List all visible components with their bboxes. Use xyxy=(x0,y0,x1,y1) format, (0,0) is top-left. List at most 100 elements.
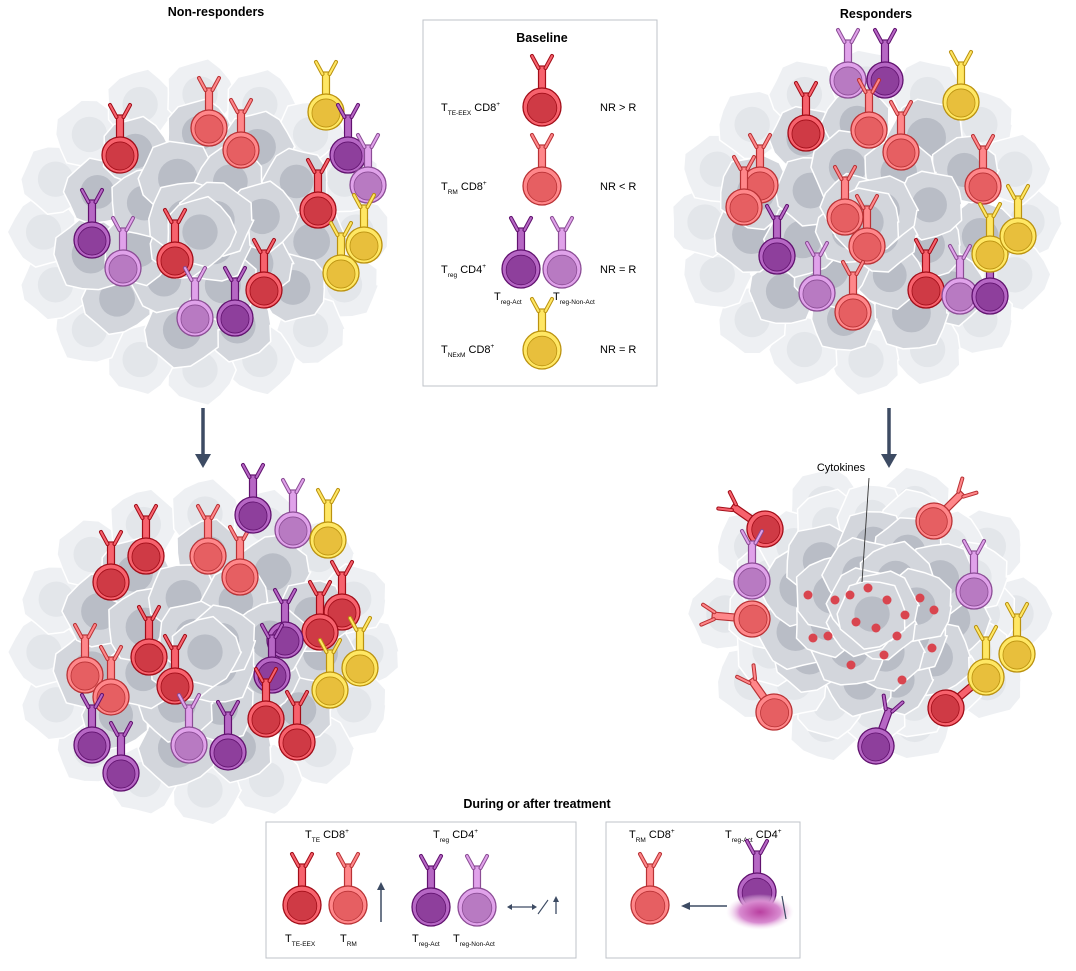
baseline-row-label-treg: Treg CD4+ xyxy=(441,263,486,279)
t-cell xyxy=(73,188,111,259)
t-cell xyxy=(826,165,864,236)
t-cell xyxy=(247,667,285,738)
t-cell xyxy=(850,78,888,149)
baseline-row-label-trm: TRM CD8+ xyxy=(441,180,487,196)
baseline-comparison-teeex: NR > R xyxy=(600,102,636,114)
trm-cd8-header: TRM CD8+ xyxy=(629,828,675,844)
t-cell xyxy=(848,194,886,265)
t-cell xyxy=(309,488,347,559)
during-after-cells xyxy=(282,839,794,930)
treg-cd4-header: Treg CD4+ xyxy=(433,828,478,844)
t-cell xyxy=(798,241,836,312)
during-after-panel-1 xyxy=(265,821,577,959)
t-cell xyxy=(245,238,283,309)
cytokine-dot xyxy=(823,631,833,641)
te-eex-label: TTE-EEX xyxy=(285,933,316,948)
trm-label: TRM xyxy=(340,933,357,948)
cytokine-dot xyxy=(900,610,910,620)
trm-cell xyxy=(328,852,368,925)
t-cell xyxy=(301,580,339,651)
baseline-comparison-treg: NR = R xyxy=(600,264,636,276)
treg-nonact-label-bottom: Treg-Non-Act xyxy=(453,933,495,948)
t-cell xyxy=(882,100,920,171)
cytokines-pointer-line xyxy=(861,477,870,583)
t-cell xyxy=(322,221,360,292)
t-cell xyxy=(733,529,771,600)
t-cell xyxy=(176,266,214,337)
te-cd8-header: TTE CD8+ xyxy=(305,828,349,844)
cytokine-dot xyxy=(897,675,907,685)
legend-nexm-cell xyxy=(522,297,562,370)
t-cell xyxy=(915,476,979,540)
nonresponder-after-tumor xyxy=(6,463,401,826)
cytokine-dot xyxy=(871,623,881,633)
t-cell xyxy=(341,616,379,687)
t-cell xyxy=(955,539,993,610)
responder-down-arrow xyxy=(881,408,897,468)
t-cell xyxy=(349,133,387,204)
during-after-title: During or after treatment xyxy=(463,797,611,811)
t-cell xyxy=(299,158,337,229)
cytokine-dot xyxy=(846,660,856,670)
cytokines-label: Cytokines xyxy=(817,462,866,474)
t-cell xyxy=(829,28,867,99)
t-cell xyxy=(101,103,139,174)
dying-treg-act-cell xyxy=(726,839,794,930)
t-cell xyxy=(170,693,208,764)
treg-act-cell xyxy=(411,854,451,927)
t-cell xyxy=(278,690,316,761)
t-cell xyxy=(130,605,168,676)
cytokine-dot xyxy=(879,650,889,660)
te-eex-cell xyxy=(282,852,322,925)
trm-killer-cell xyxy=(630,852,670,925)
t-cell xyxy=(221,525,259,596)
responder-baseline-tumor xyxy=(671,28,1064,397)
baseline-row-label-teeex: TTE-EEX CD8+ xyxy=(441,101,500,117)
t-cell xyxy=(699,600,771,638)
t-cell xyxy=(857,693,905,765)
t-cell xyxy=(190,76,228,147)
t-cell xyxy=(307,60,345,131)
baseline-row-label-nexm: TNExM CD8+ xyxy=(441,343,495,359)
treg-act-label: Treg-Act xyxy=(494,291,522,306)
t-cell xyxy=(345,193,383,264)
cytokine-dot xyxy=(915,593,925,603)
t-cell xyxy=(274,478,312,549)
t-cell xyxy=(234,463,272,534)
baseline-legend-cells xyxy=(501,54,582,370)
legend-treg-act-cell xyxy=(501,216,541,289)
cytokine-dot xyxy=(851,617,861,627)
t-cell xyxy=(834,260,872,331)
t-cell xyxy=(92,645,130,716)
t-cell xyxy=(971,202,1009,273)
t-cell xyxy=(102,721,140,792)
t-cell xyxy=(311,638,349,709)
treg-nonact-cell xyxy=(457,854,497,927)
t-cell xyxy=(758,204,796,275)
t-cell xyxy=(329,103,367,174)
t-cell xyxy=(73,693,111,764)
t-cell xyxy=(998,602,1036,673)
nonresponder-down-arrow xyxy=(195,408,211,468)
tumor-cell xyxy=(171,615,243,688)
cytokine-dot xyxy=(892,631,902,641)
t-cell xyxy=(967,625,1005,696)
responder-after-tumor xyxy=(686,466,1055,765)
responders-title: Responders xyxy=(840,7,912,21)
kill-arrow-icon xyxy=(681,902,727,910)
t-cell xyxy=(156,634,194,705)
cytokine-dot xyxy=(863,583,873,593)
non-responders-title: Non-responders xyxy=(168,5,265,19)
treg-unchanged-or-increase-icon xyxy=(507,896,559,915)
t-cell xyxy=(787,81,825,152)
t-cell xyxy=(941,244,979,315)
cytokine-dot xyxy=(830,595,840,605)
legend-trm-cell xyxy=(522,133,562,206)
baseline-comparison-trm: NR < R xyxy=(600,181,636,193)
cytokine-dot xyxy=(927,643,937,653)
t-cell xyxy=(92,530,130,601)
cytokine-dot xyxy=(803,590,813,600)
baseline-title: Baseline xyxy=(516,31,567,45)
t-cell xyxy=(735,663,793,731)
